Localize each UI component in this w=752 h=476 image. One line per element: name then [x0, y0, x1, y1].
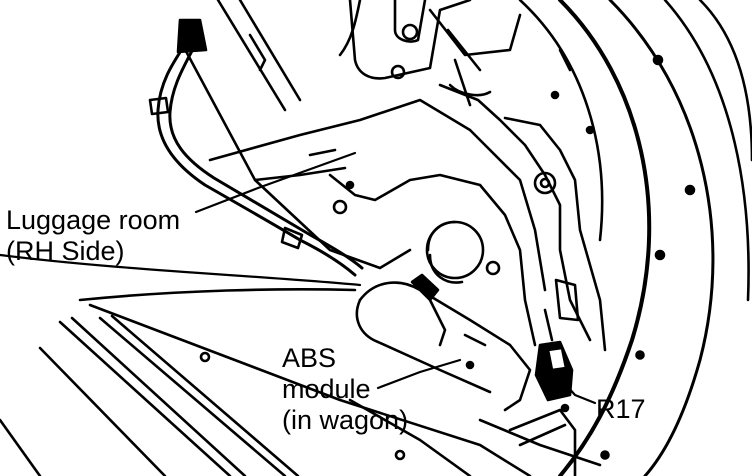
abs-module-label: ABS module (in wagon) — [282, 343, 408, 436]
luggage-room-label-line2: (RH Side) — [6, 236, 125, 266]
leader-abs-module — [376, 358, 462, 390]
round-cap — [425, 220, 501, 284]
abs-module-label-line3: (in wagon) — [282, 405, 409, 435]
abs-module-label-line2: module — [282, 374, 371, 404]
leader-r17 — [558, 376, 597, 405]
floor-panels — [0, 253, 602, 476]
leader-luggage-room — [194, 151, 357, 214]
r17-connector-label: R17 — [596, 394, 646, 424]
abs-module-body — [355, 273, 532, 412]
leader-lines — [194, 151, 597, 405]
luggage-room-label-line1: Luggage room — [6, 205, 181, 235]
upper-bracket — [216, 0, 522, 112]
abs-module-label-line1: ABS — [282, 343, 337, 373]
r17-connector — [508, 308, 577, 476]
side-bracket — [438, 48, 607, 352]
luggage-room-panel — [178, 33, 537, 347]
wiring-harness — [148, 18, 364, 277]
luggage-room-label: Luggage room (RH Side) — [6, 205, 180, 267]
wheel-house-arcs — [518, 0, 752, 476]
